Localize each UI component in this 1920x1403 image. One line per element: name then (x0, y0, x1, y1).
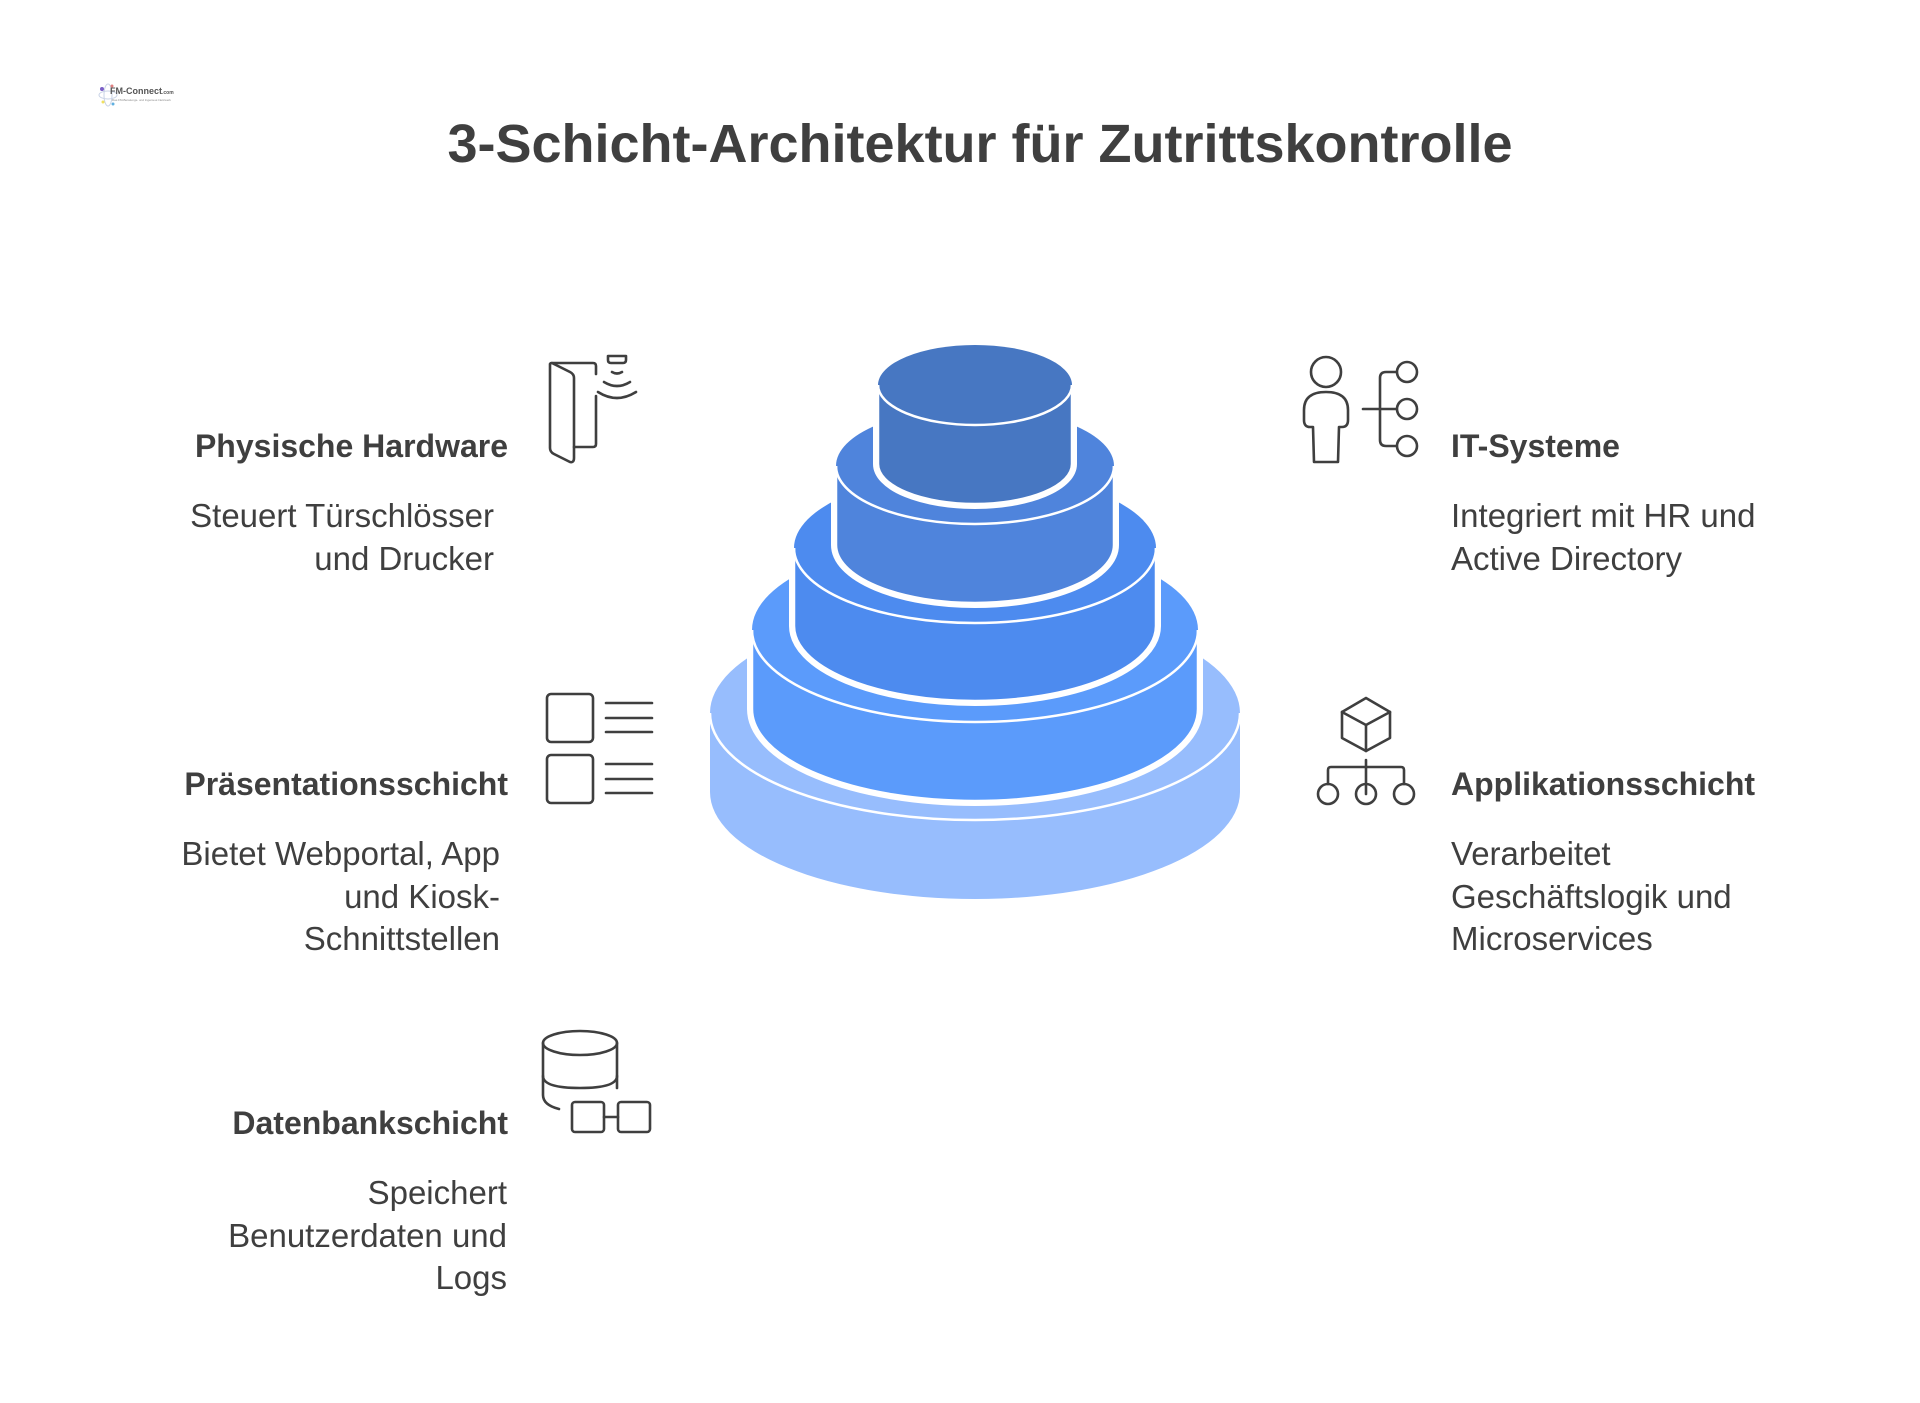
label-presentation-title: Präsentationsschicht (184, 766, 508, 802)
label-database-title: Datenbankschicht (232, 1105, 508, 1141)
tier-hardware (873, 340, 1077, 509)
user-network-icon (1302, 355, 1419, 464)
label-application-description: Verarbeitet Geschäftslogik und Microserv… (1451, 835, 1732, 957)
door-sensor-icon (548, 354, 638, 464)
label-application-title: Applikationsschicht (1451, 766, 1756, 802)
database-link-icon (541, 1029, 652, 1134)
label-physical-hardware-title: Physische Hardware (194, 428, 508, 464)
cube-hierarchy-icon (1316, 696, 1416, 806)
logo-atom-icon (98, 83, 118, 107)
page-title: 3-Schicht-Architektur für Zutrittskontro… (447, 114, 1513, 174)
label-it-systems-title: IT-Systeme (1451, 428, 1620, 464)
list-layout-icon (545, 692, 654, 805)
label-presentation-description: Bietet Webportal, App und Kiosk- Schnitt… (181, 835, 500, 957)
label-it-systems-description: Integriert mit HR und Active Directory (1451, 497, 1756, 577)
label-database-description: Speichert Benutzerdaten und Logs (228, 1174, 507, 1296)
logo: FM-Connect.com Das FM-Beratungs- und Ing… (98, 80, 174, 110)
label-physical-hardware-description: Steuert Türschlösser und Drucker (190, 497, 494, 577)
